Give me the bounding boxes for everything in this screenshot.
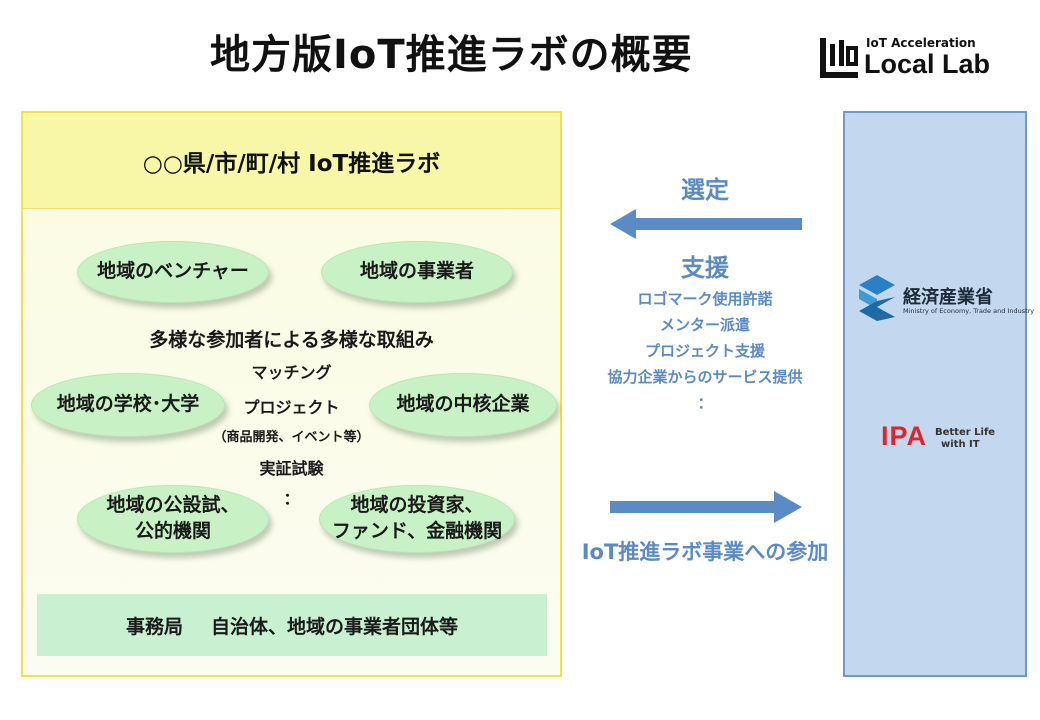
support-label: 支援 — [681, 254, 729, 282]
lab-header: ○○県/市/町/村 IoT推進ラボ — [23, 113, 560, 209]
oval-venture-label: 地域のベンチャー — [97, 260, 249, 283]
arrow-right-icon — [610, 491, 802, 523]
meti-name: 経済産業省 — [903, 287, 993, 308]
oval-school: 地域の学校･大学 — [31, 373, 225, 437]
oval-public: 地域の公設試、 公的機関 — [77, 485, 269, 553]
ipa-tagline-1: Better Life — [935, 427, 996, 438]
support-item-ellipsis: ： — [697, 394, 713, 412]
oval-core: 地域の中核企業 — [369, 373, 557, 437]
oval-school-label: 地域の学校･大学 — [56, 393, 200, 416]
center-item-project: プロジェクト — [243, 398, 340, 417]
arrow-left-icon — [610, 209, 802, 239]
center-headline: 多様な参加者による多様な取組み — [149, 329, 434, 351]
support-item-service: 協力企業からのサービス提供 — [607, 368, 803, 386]
local-lab-logo-icon — [820, 38, 858, 78]
oval-public-line2: 公的機関 — [134, 520, 211, 542]
oval-business: 地域の事業者 — [321, 241, 513, 303]
center-item-trial: 実証試験 — [259, 459, 324, 478]
oval-venture: 地域のベンチャー — [77, 241, 269, 303]
logo-name: Local Lab — [864, 49, 991, 79]
logo-subtitle: IoT Acceleration — [866, 36, 976, 50]
support-item-mentor: メンター派遣 — [659, 316, 750, 334]
government-panel: 経済産業省 Ministry of Economy, Trade and Ind… — [843, 111, 1034, 677]
support-item-project: プロジェクト支援 — [644, 342, 765, 360]
center-item-matching: マッチング — [251, 363, 332, 382]
support-item-logo: ロゴマーク使用許諾 — [637, 290, 773, 308]
oval-investor-line2: ファンド、金融機関 — [331, 520, 503, 542]
oval-core-label: 地域の中核企業 — [396, 393, 530, 416]
page-title: 地方版IoT推進ラボの概要 — [210, 32, 693, 78]
oval-business-label: 地域の事業者 — [359, 260, 474, 283]
ipa-tagline-2: with IT — [941, 439, 980, 450]
oval-investor-line1: 地域の投資家、 — [350, 494, 484, 517]
secretariat-box: 事務局 自治体、地域の事業者団体等 — [37, 594, 547, 656]
meti-english-name: Ministry of Economy, Trade and Industry — [903, 307, 1035, 315]
center-item-project-note: （商品開発、イベント等） — [213, 430, 370, 445]
secretariat-label: 事務局 — [125, 615, 183, 638]
ipa-logo: IPA — [881, 421, 928, 451]
selection-label: 選定 — [681, 176, 729, 204]
lab-panel: ○○県/市/町/村 IoT推進ラボ 地域のベンチャー 地域の事業者 多様な参加者… — [21, 111, 562, 677]
center-item-ellipsis: ： — [283, 489, 300, 508]
secretariat-value: 自治体、地域の事業者団体等 — [211, 615, 459, 638]
participation-label: IoT推進ラボ事業への参加 — [581, 540, 829, 564]
oval-investor: 地域の投資家、 ファンド、金融機関 — [319, 485, 515, 553]
meti-logo-icon — [859, 275, 895, 321]
local-lab-logo: IoT Acceleration Local Lab — [818, 34, 1018, 80]
oval-public-line1: 地域の公設試、 — [106, 494, 240, 517]
